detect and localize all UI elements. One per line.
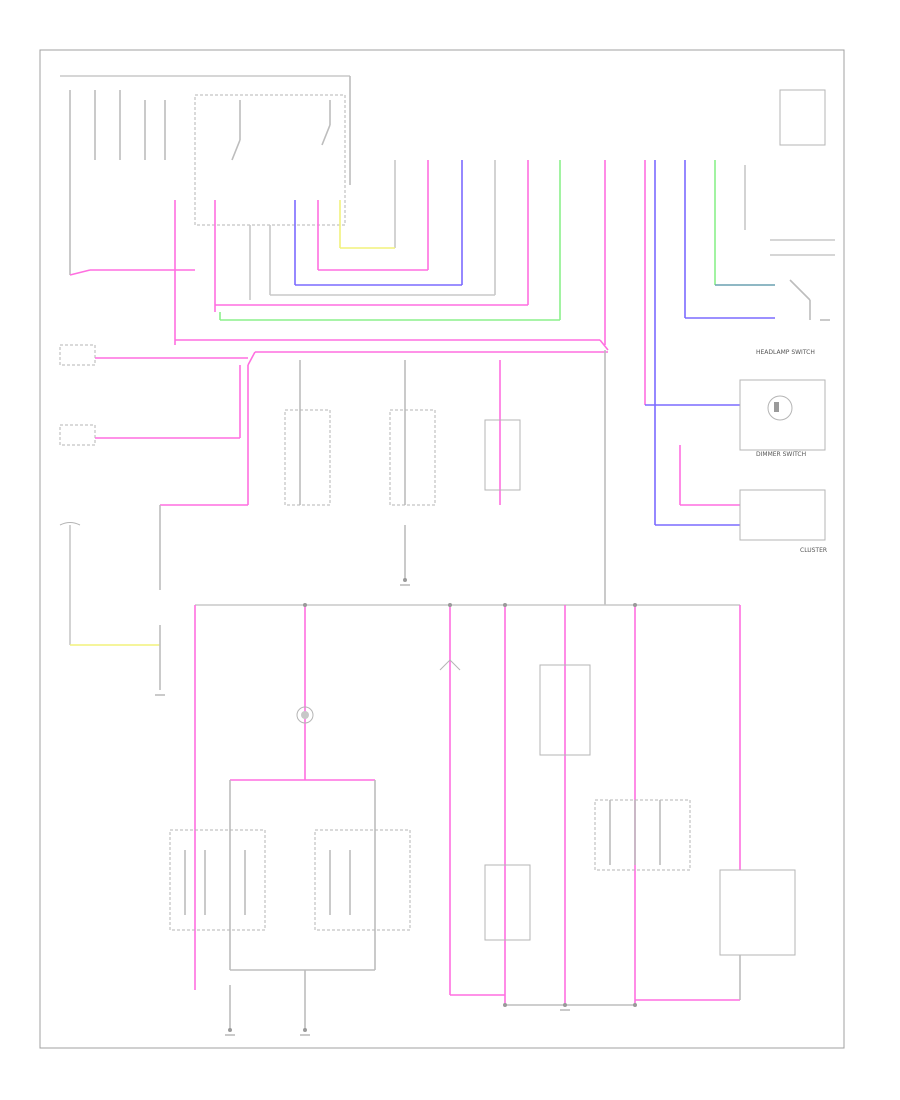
fuse-block-top-left	[60, 75, 351, 275]
lower-left-switch-packs	[169, 779, 411, 1032]
pink-bus-mid	[175, 160, 609, 605]
bulb-indicator	[296, 706, 314, 724]
cluster-label: CLUSTER	[800, 547, 827, 554]
right-upper-wires	[644, 160, 835, 526]
lower-right-components	[439, 659, 796, 1007]
ignition-switch-contacts	[231, 100, 331, 161]
pink-bus-lower	[194, 603, 741, 1005]
dimmer-switch-label: DIMMER SWITCH	[756, 451, 806, 458]
fuse-box-top-right	[779, 89, 826, 146]
ground-symbols	[155, 584, 570, 1036]
top-wire-bundle	[69, 160, 561, 345]
headlamp-switch-label: HEADLAMP SWITCH	[756, 349, 815, 356]
left-lamp-sockets	[59, 344, 249, 690]
cluster-module	[739, 489, 826, 541]
clock-module	[739, 379, 826, 451]
center-mid-components	[284, 360, 521, 582]
diagram-frame	[39, 49, 845, 1049]
